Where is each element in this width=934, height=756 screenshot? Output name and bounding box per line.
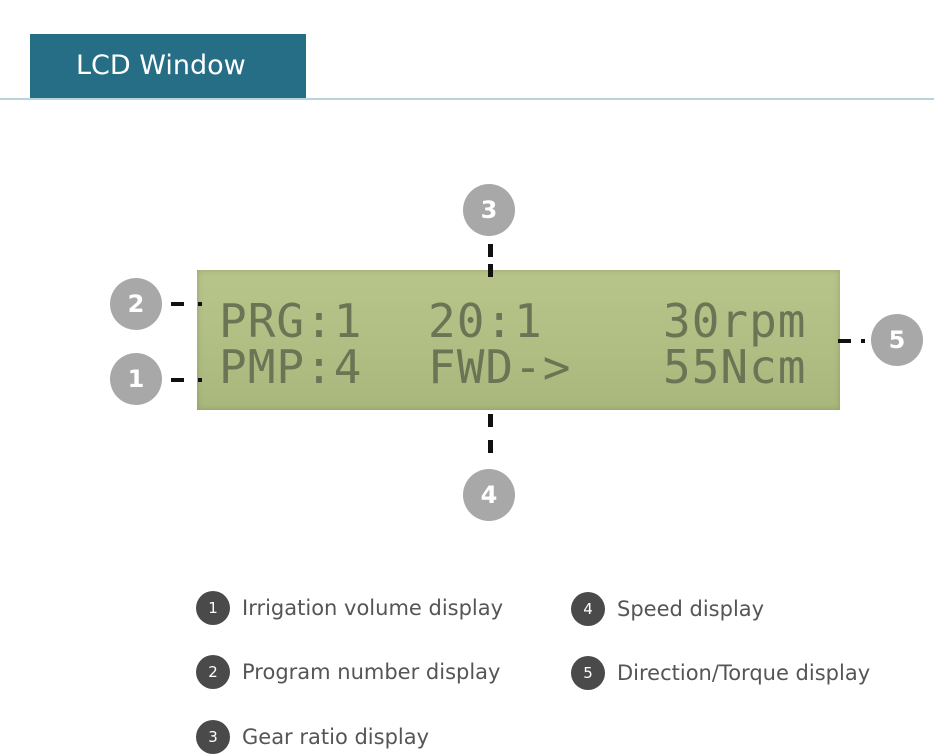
- header-divider: [0, 98, 934, 100]
- lcd-program-number: PRG:1: [219, 294, 363, 348]
- lcd-pump-level: PMP:4: [219, 340, 363, 394]
- section-title: LCD Window: [76, 50, 246, 81]
- legend-number-badge: 2: [196, 655, 230, 689]
- callout-leader-5: [838, 339, 851, 343]
- callout-leader-5: [861, 339, 865, 343]
- callout-leader-3: [488, 264, 493, 277]
- callout-leader-4: [488, 414, 493, 427]
- section-title-tab: LCD Window: [30, 34, 306, 98]
- legend-number-badge: 3: [196, 720, 230, 754]
- legend-number-badge: 1: [196, 591, 230, 625]
- lcd-gear-ratio: 20:1: [428, 294, 543, 348]
- callout-leader-4: [488, 440, 493, 453]
- legend-number-badge: 5: [571, 656, 605, 690]
- lcd-speed: 30rpm: [663, 294, 807, 348]
- callout-leader-3: [488, 244, 493, 257]
- lcd-torque: 55Ncm: [663, 340, 807, 394]
- callout-marker-4: 4: [463, 469, 515, 521]
- legend-label: Direction/Torque display: [617, 661, 871, 685]
- legend-label: Gear ratio display: [242, 725, 430, 749]
- callout-marker-2: 2: [110, 278, 162, 330]
- legend-label: Speed display: [617, 597, 765, 621]
- callout-leader-2: [171, 302, 184, 306]
- callout-leader-1: [171, 378, 184, 382]
- callout-marker-3: 3: [463, 184, 515, 236]
- lcd-screen: PRG:1 20:1 30rpm PMP:4 FWD-> 55Ncm: [197, 270, 840, 410]
- callout-marker-1: 1: [110, 353, 162, 405]
- callout-leader-2: [198, 302, 202, 306]
- callout-marker-5: 5: [871, 314, 923, 366]
- legend-number-badge: 4: [571, 592, 605, 626]
- callout-leader-1: [198, 378, 202, 382]
- lcd-direction: FWD->: [428, 340, 572, 394]
- legend-label: Irrigation volume display: [242, 596, 504, 620]
- legend-label: Program number display: [242, 660, 501, 684]
